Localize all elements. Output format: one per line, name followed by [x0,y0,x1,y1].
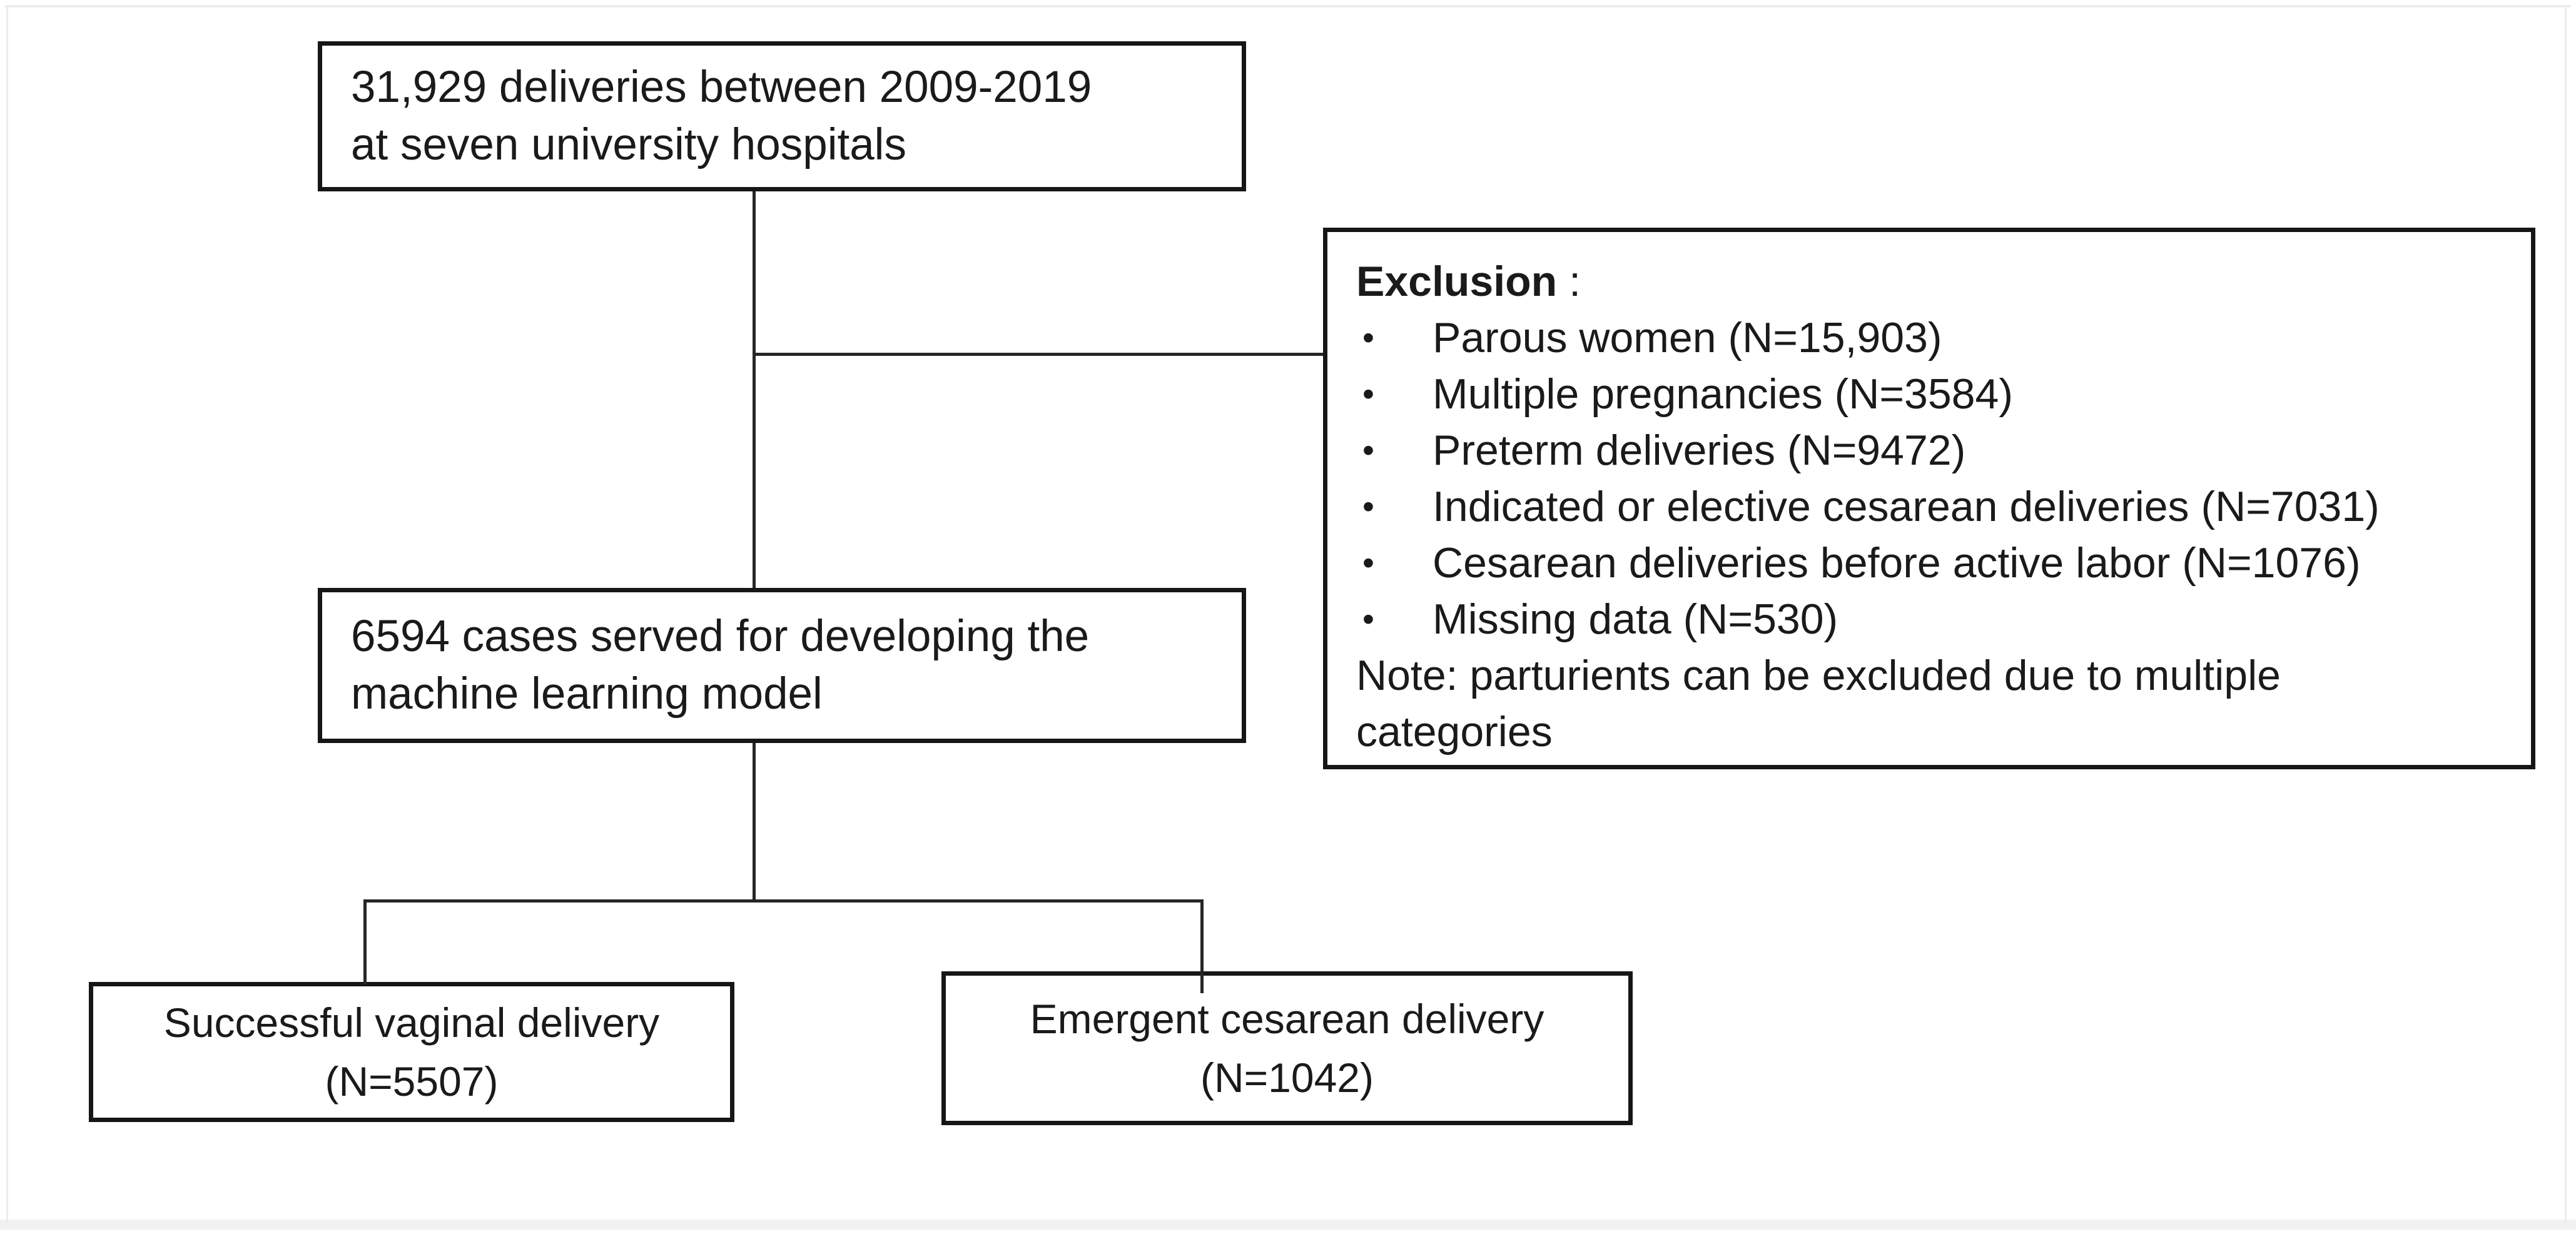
exclusion-item: • Cesarean deliveries before active labo… [1356,535,2512,591]
box-ml-cohort: 6594 cases served for developing the mac… [318,588,1246,743]
exclusion-item-label: Indicated or elective cesarean deliverie… [1433,483,2380,530]
cesarean-delivery-line1: Emergent cesarean delivery [1030,996,1544,1042]
cesarean-delivery-count: (N=1042) [1200,1054,1374,1101]
exclusion-note-line2: categories [1356,708,1553,756]
exclusion-item-label: Multiple pregnancies (N=3584) [1433,370,2013,418]
exclusion-item: • Preterm deliveries (N=9472) [1356,422,2512,478]
exclusion-item: • Parous women (N=15,903) [1356,310,2512,366]
exclusion-heading-colon: : [1557,258,1581,305]
bullet-icon: • [1362,375,1374,413]
exclusion-item-label: Parous women (N=15,903) [1433,314,1942,362]
ml-cohort-line1: 6594 cases served for developing the [351,612,1090,661]
connector-branch-to-exclusion [753,353,1323,356]
exclusion-item-label: Preterm deliveries (N=9472) [1433,427,1966,474]
ml-cohort-line2: machine learning model [351,669,823,719]
total-deliveries-line2: at seven university hospitals [351,120,906,169]
figure-frame-bottom [0,1220,2576,1230]
figure-frame-top [5,5,2571,8]
exclusion-heading-label: Exclusion [1356,258,1558,305]
box-vaginal-delivery: Successful vaginal delivery (N=5507) [89,982,734,1122]
exclusion-heading: Exclusion : [1356,253,2512,310]
total-deliveries-line1: 31,929 deliveries between 2009-2019 [351,63,1092,112]
exclusion-note-line1: Note: parturients can be excluded due to… [1356,652,2281,699]
exclusion-item: • Multiple pregnancies (N=3584) [1356,366,2512,422]
connector-total-to-cohort [753,191,756,588]
connector-split-horizontal [363,899,1203,903]
connector-split-to-cesarean [1200,899,1204,993]
box-exclusion-criteria: Exclusion : • Parous women (N=15,903) • … [1323,228,2535,769]
exclusion-item-label: Missing data (N=530) [1433,595,1838,643]
bullet-icon: • [1362,319,1374,357]
box-cesarean-delivery: Emergent cesarean delivery (N=1042) [941,971,1633,1125]
vaginal-delivery-count: (N=5507) [325,1058,499,1105]
figure-frame-right [2565,5,2567,1223]
connector-split-to-vaginal [363,899,367,984]
bullet-icon: • [1362,600,1374,638]
box-total-deliveries: 31,929 deliveries between 2009-2019 at s… [318,41,1246,191]
connector-cohort-to-split [753,743,756,902]
figure-frame-left [6,5,8,1223]
exclusion-item-label: Cesarean deliveries before active labor … [1433,539,2361,587]
exclusion-item: • Missing data (N=530) [1356,591,2512,647]
exclusion-item: • Indicated or elective cesarean deliver… [1356,478,2512,535]
bullet-icon: • [1362,488,1374,525]
vaginal-delivery-line1: Successful vaginal delivery [163,999,660,1046]
bullet-icon: • [1362,432,1374,469]
bullet-icon: • [1362,544,1374,582]
